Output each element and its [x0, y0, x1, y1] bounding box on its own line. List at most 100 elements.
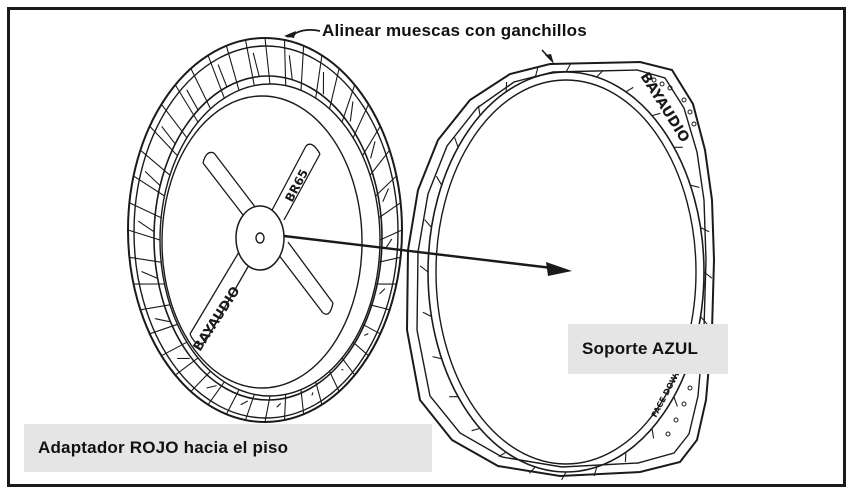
svg-text:FACE DOWN: FACE DOWN [650, 367, 683, 419]
ring-rib [140, 304, 170, 311]
bracket-tooth [424, 219, 432, 228]
ring-rib-detail [240, 400, 249, 406]
red-adapter-label: Adaptador ROJO hacia el piso [24, 424, 432, 472]
ring-rib-detail [385, 238, 393, 249]
bracket-tooth [700, 227, 710, 233]
bracket-tooth [505, 81, 508, 92]
ring-rib [341, 357, 356, 376]
ring-rib-detail [252, 52, 260, 77]
ring-rib [149, 323, 178, 335]
bracket-tooth [625, 86, 634, 93]
bracket-tooth [700, 316, 708, 325]
bracket-tooth [454, 137, 459, 148]
bracket-tooth [528, 466, 536, 474]
ring-rib [315, 55, 323, 99]
ring-rib [378, 202, 401, 219]
screw-hole [691, 121, 697, 127]
ring-rib [329, 370, 340, 392]
ring-rib-detail [217, 64, 228, 88]
bracket-tooth [498, 451, 507, 458]
bracket-tooth [624, 452, 627, 463]
ring-rib [190, 370, 211, 392]
ring-rib-detail [144, 171, 161, 187]
ring-rib-detail [206, 385, 217, 389]
ring-rib [129, 256, 162, 263]
ring-rib [140, 149, 171, 176]
screw-hole [687, 385, 693, 391]
screw-hole [665, 431, 671, 437]
bracket-tooth [534, 67, 539, 78]
ring-rib [379, 229, 403, 241]
ring-rib [283, 394, 287, 421]
ring-rib-detail [154, 318, 170, 323]
bracket-note-text: FACE DOWN [650, 367, 683, 419]
blue-bracket-label: Soporte AZUL [568, 324, 728, 374]
ring-rib [264, 395, 271, 423]
ring-ribs [127, 37, 403, 423]
bracket-tooth [673, 396, 678, 407]
bracket-tooth [561, 471, 567, 481]
bracket-tooth [419, 265, 429, 273]
bracket-tooth [435, 175, 443, 186]
ring-rib-detail [370, 141, 376, 159]
ring-rib [174, 84, 199, 123]
bracket-tooth [703, 271, 713, 279]
ring-rib [225, 389, 240, 415]
ring-rib-detail [141, 270, 158, 279]
alignment-pointer-arrow [284, 28, 554, 64]
ring-rib-detail [341, 368, 344, 371]
bracket-teeth [419, 63, 713, 481]
ring-rib [352, 104, 369, 139]
bracket-tooth [422, 311, 432, 317]
ring-rib [149, 125, 178, 157]
ring-rib-detail [288, 55, 293, 80]
ring-rib [129, 202, 162, 219]
ring-rib [328, 68, 340, 109]
ring-rib-detail [349, 101, 354, 122]
ring-rib [369, 304, 390, 311]
ring-rib-detail [161, 126, 177, 145]
bracket-tooth [477, 105, 481, 116]
align-notches-callout: Alinear muescas con ganchillos [322, 21, 587, 40]
ring-rib [174, 357, 199, 376]
bracket-screw-holes [651, 77, 697, 437]
ring-rib-detail [186, 89, 199, 112]
ring-rib [362, 125, 381, 156]
ring-rib [300, 45, 305, 91]
ring-rib [369, 149, 391, 176]
ring-rib-detail [276, 402, 282, 408]
screw-hole [673, 417, 679, 423]
bracket-tooth [565, 63, 571, 73]
ring-rib-detail [364, 333, 369, 336]
ring-rib [352, 341, 369, 357]
ring-rib [300, 389, 305, 415]
screw-hole [667, 85, 673, 91]
ring-rib [244, 39, 255, 86]
bracket-tooth [651, 112, 661, 117]
ring-rib [264, 37, 271, 85]
bracket-tooth [471, 427, 481, 432]
ring-rib [375, 175, 397, 197]
ring-rib [225, 45, 240, 91]
ring-rib-detail [311, 392, 314, 396]
screw-hole [687, 109, 693, 115]
ring-rib [161, 103, 188, 139]
bracket-tooth [651, 428, 655, 439]
screw-hole [681, 401, 687, 407]
ring-rib [190, 68, 211, 110]
ring-rib [161, 341, 188, 357]
bracket-tooth [596, 70, 604, 78]
ring-rib-detail [137, 220, 155, 233]
ring-rib [207, 55, 225, 99]
ring-rib [127, 229, 161, 241]
ring-rib [378, 256, 401, 263]
screw-hole [659, 81, 665, 87]
ring-rib [362, 323, 381, 335]
ring-rib [341, 84, 356, 123]
ring-rib [133, 175, 165, 197]
ring-rib [207, 381, 225, 405]
ring-rib [283, 39, 287, 86]
ring-rib-detail [382, 188, 390, 202]
bracket-tooth [432, 356, 442, 360]
